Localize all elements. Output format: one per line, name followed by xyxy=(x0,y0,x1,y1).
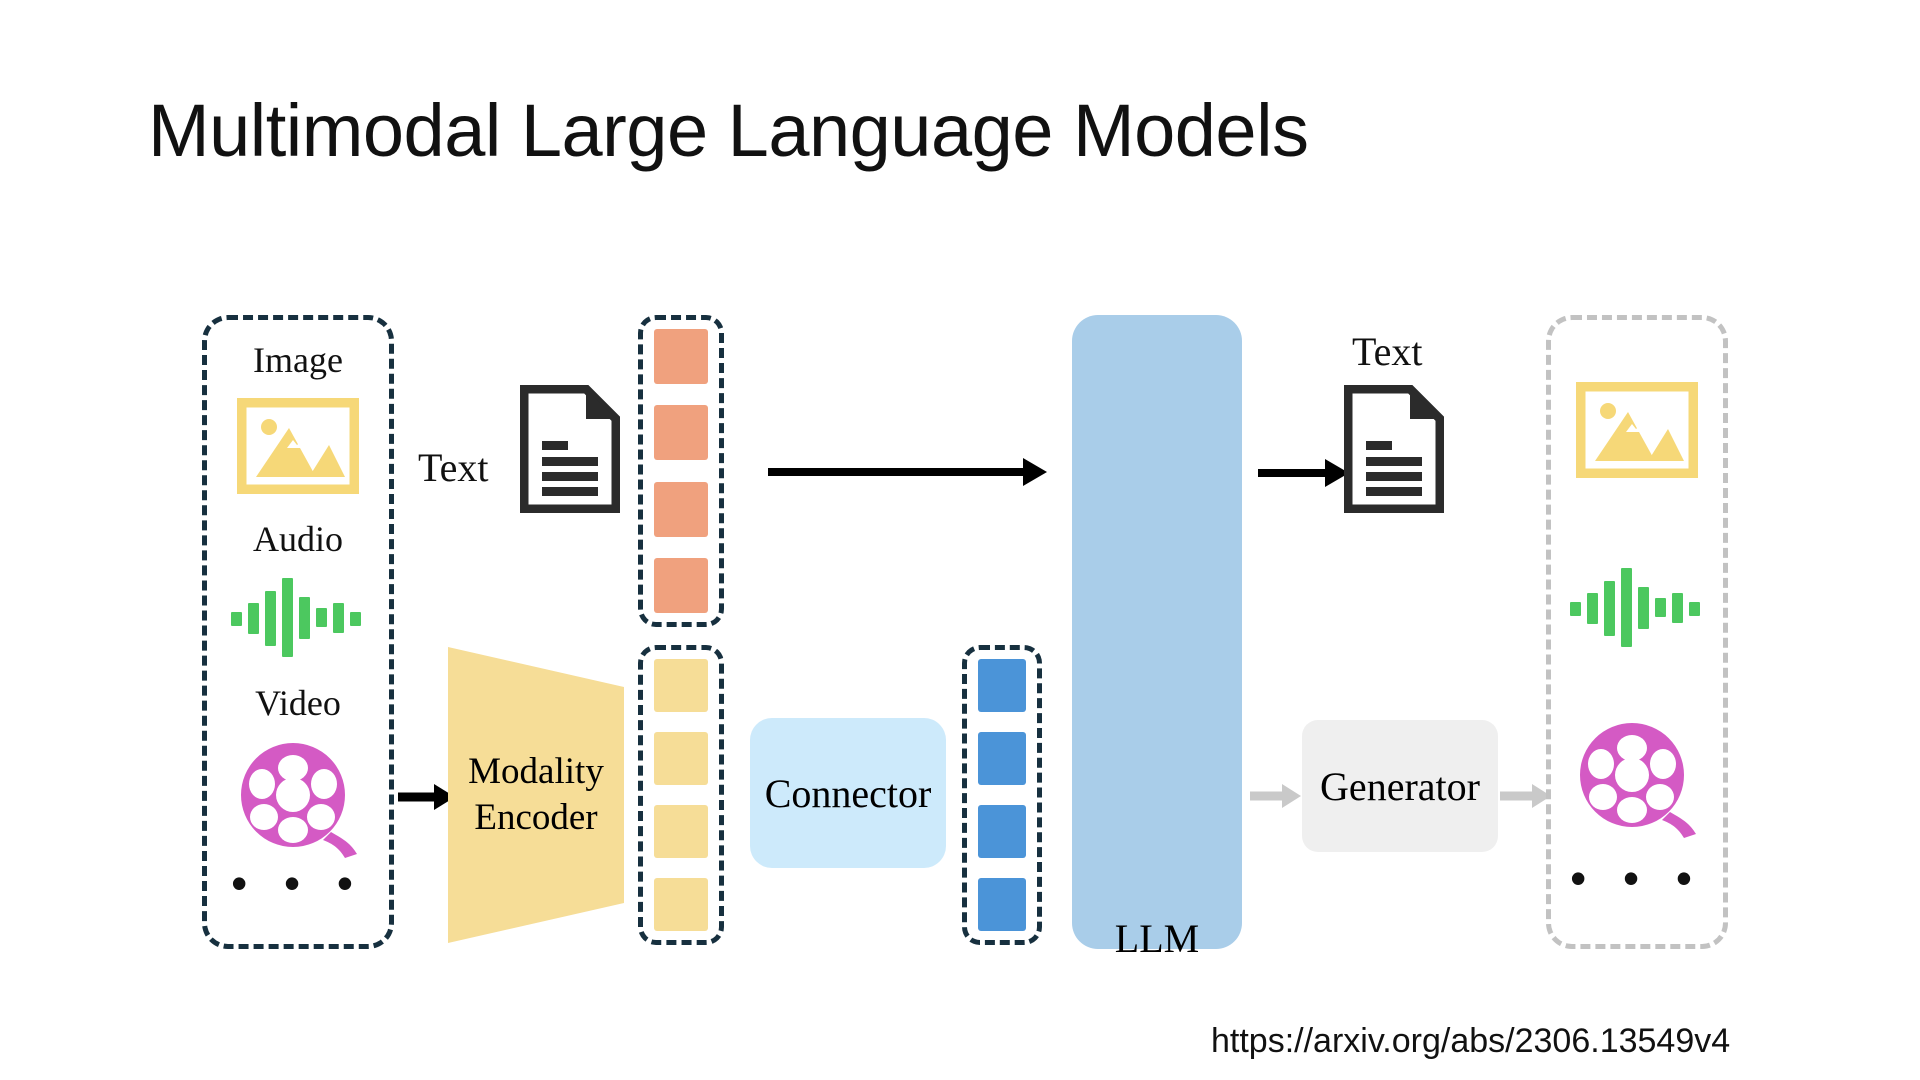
multimodal-output-panel: • • • xyxy=(1546,315,1728,949)
modality-token-strip xyxy=(638,645,724,945)
modality-encoder-label-line2: Encoder xyxy=(474,797,598,838)
token-aligned-3 xyxy=(978,878,1026,931)
text-tokens-to-llm-arrow xyxy=(768,454,1048,495)
generator-to-outputs-arrow xyxy=(1500,780,1552,817)
audio-waveform-icon-output xyxy=(1568,565,1706,654)
llm-to-text-output-arrow xyxy=(1258,455,1350,496)
input-label-image: Image xyxy=(253,340,343,380)
document-icon-output xyxy=(1343,384,1445,518)
token-aligned-1 xyxy=(978,732,1026,785)
token-modality-0 xyxy=(654,659,708,712)
text-input-label: Text xyxy=(418,445,489,490)
audio-waveform-icon xyxy=(229,575,367,664)
llm-label: LLM xyxy=(1114,916,1200,961)
llm-box: LLM xyxy=(1072,315,1242,961)
source-url: https://arxiv.org/abs/2306.13549v4 xyxy=(1211,1022,1731,1060)
page-title: Multimodal Large Language Models xyxy=(148,89,1309,172)
input-ellipsis: • • • xyxy=(231,857,365,909)
connector-box: Connector xyxy=(750,718,946,868)
modality-encoder: Modality Encoder xyxy=(446,645,626,945)
text-token-strip xyxy=(638,315,724,627)
token-text-1 xyxy=(654,405,708,461)
token-text-3 xyxy=(654,557,708,613)
film-reel-icon xyxy=(235,740,361,863)
token-text-0 xyxy=(654,329,708,384)
token-text-2 xyxy=(654,481,708,537)
multimodal-input-panel: Image Audio Video xyxy=(202,315,394,949)
video-to-encoder-arrow xyxy=(398,780,456,819)
token-aligned-2 xyxy=(978,805,1026,858)
image-icon-output xyxy=(1572,378,1702,483)
aligned-token-strip xyxy=(962,645,1042,945)
token-modality-1 xyxy=(654,732,708,785)
input-label-video: Video xyxy=(255,683,341,723)
token-modality-3 xyxy=(654,878,708,931)
film-reel-icon-output xyxy=(1574,720,1700,843)
token-modality-2 xyxy=(654,805,708,858)
modality-encoder-label-line1: Modality xyxy=(468,750,604,792)
text-output-label: Text xyxy=(1352,329,1423,374)
document-icon xyxy=(519,384,621,518)
input-label-audio: Audio xyxy=(253,519,343,559)
generator-box: Generator xyxy=(1302,720,1498,852)
llm-to-generator-arrow xyxy=(1250,780,1302,817)
token-aligned-0 xyxy=(978,659,1026,712)
output-ellipsis: • • • xyxy=(1570,852,1704,904)
image-icon xyxy=(233,394,363,499)
